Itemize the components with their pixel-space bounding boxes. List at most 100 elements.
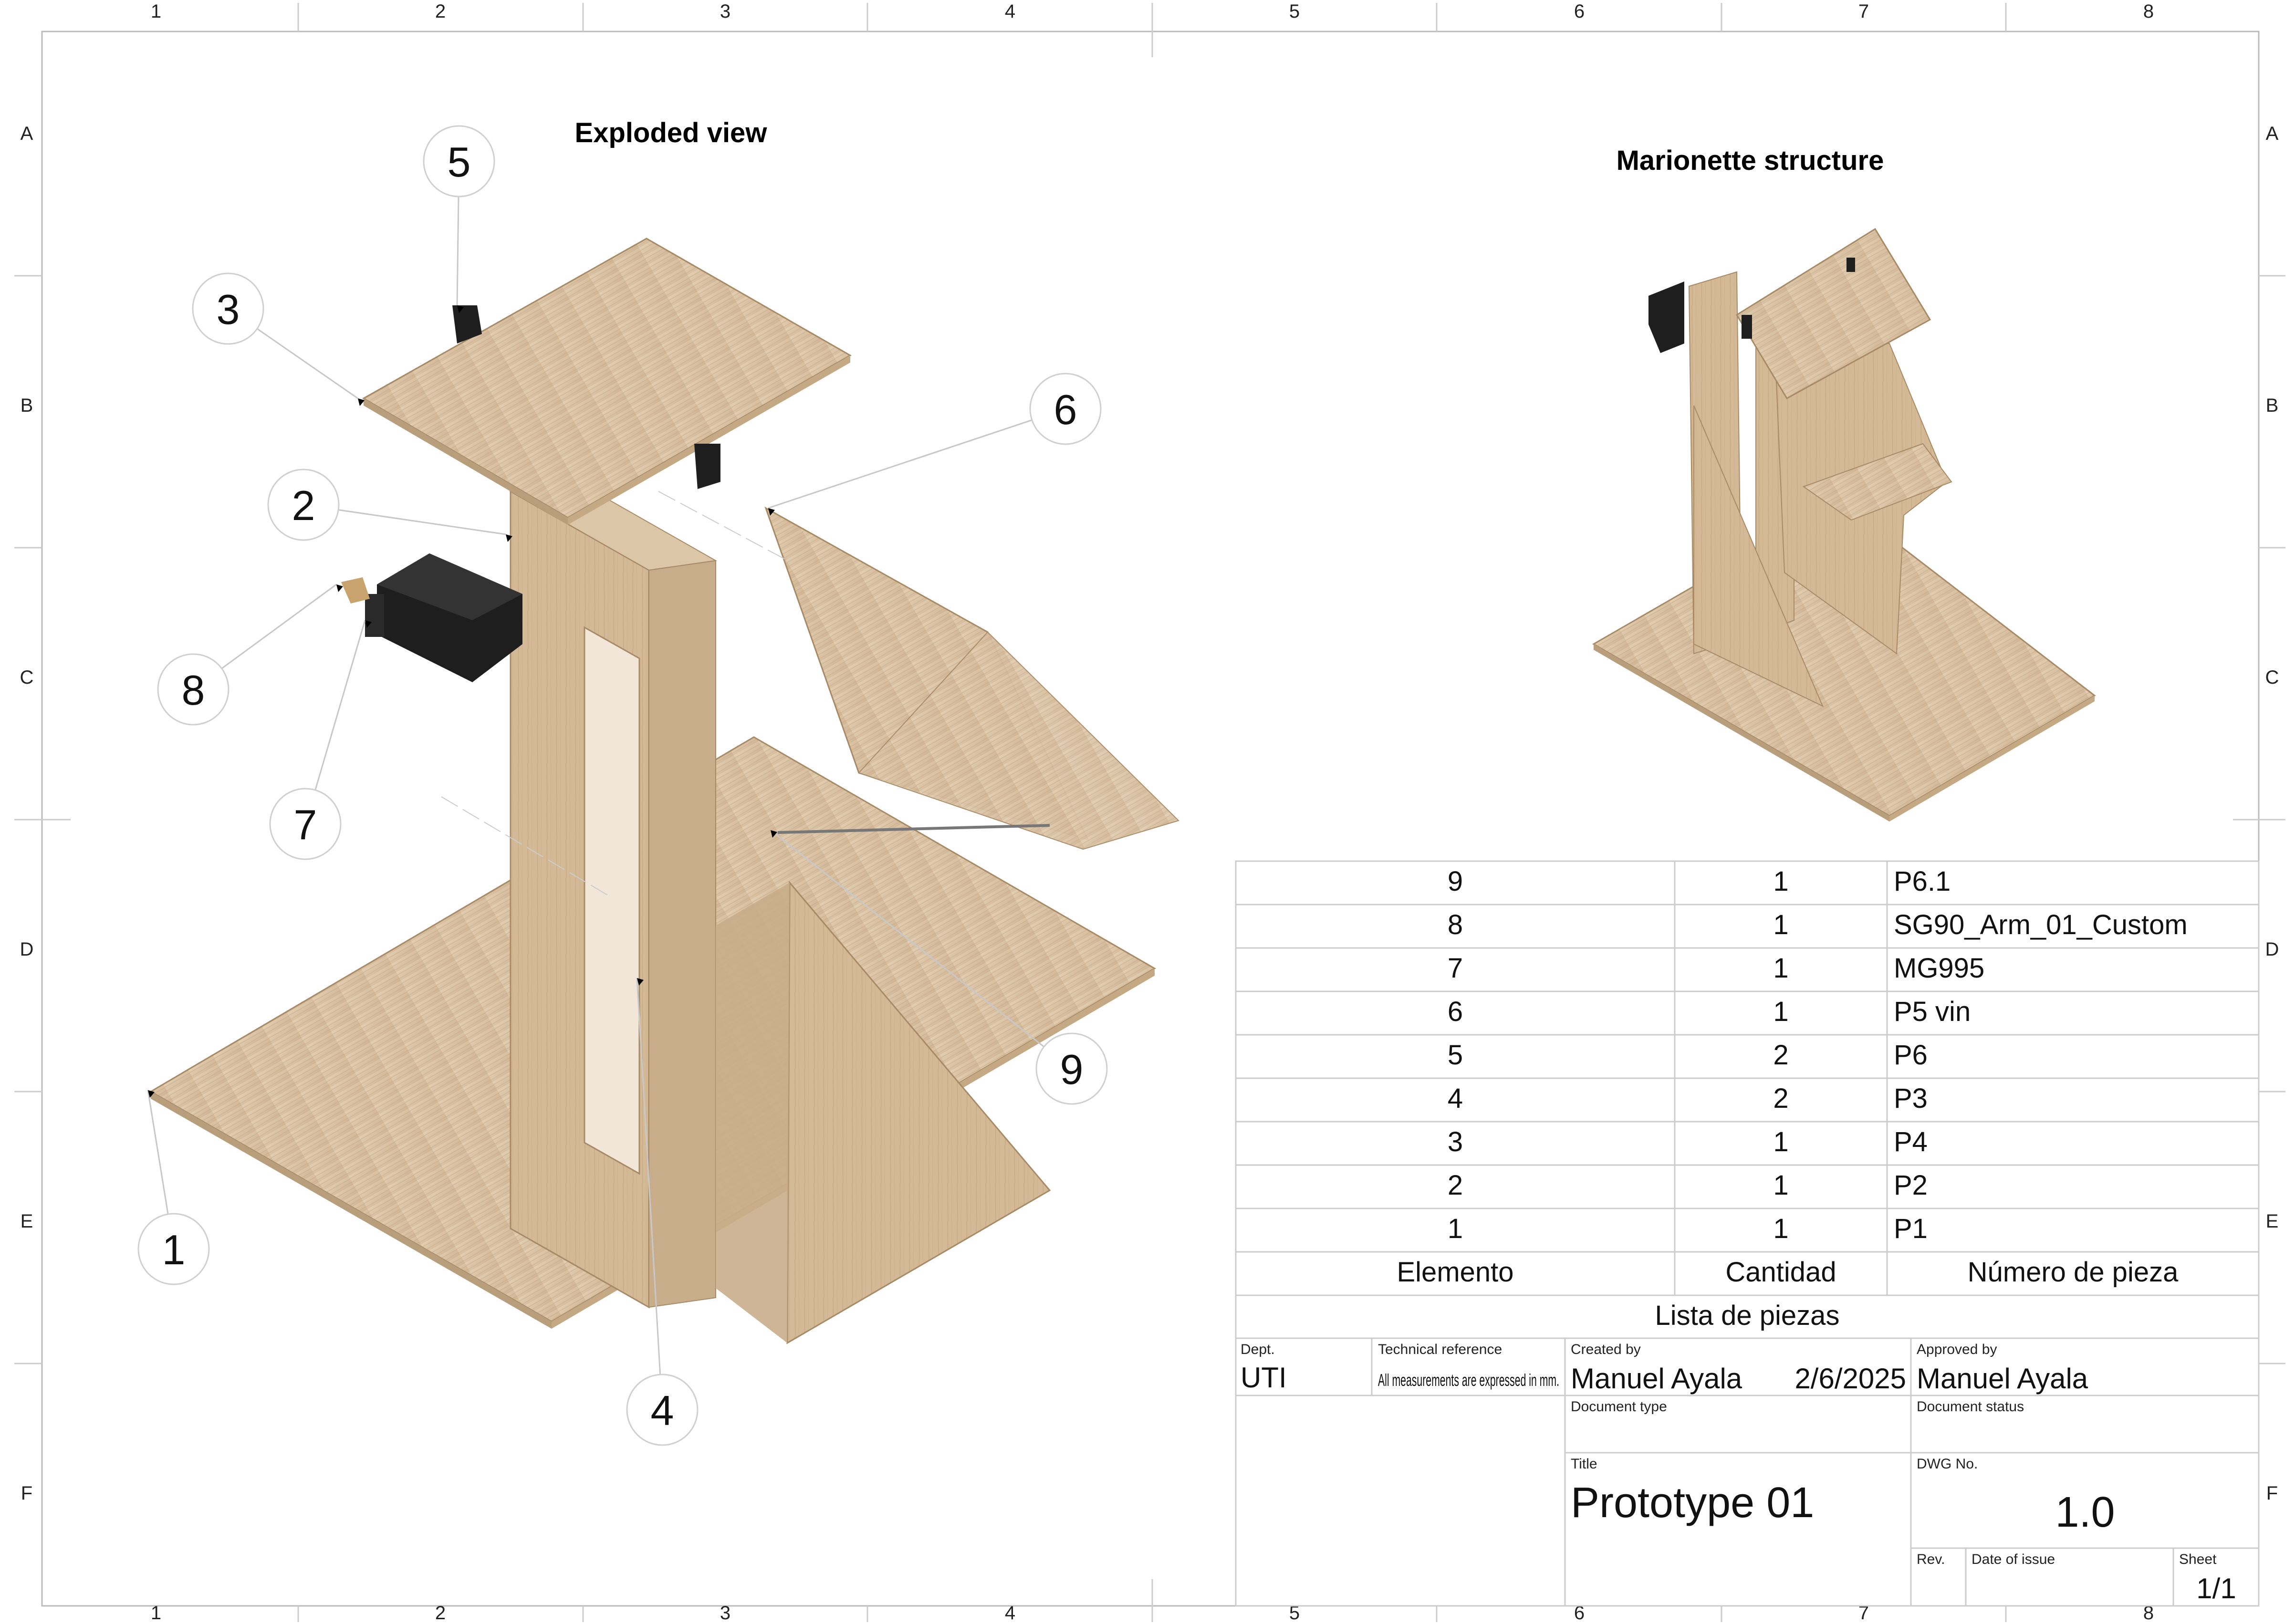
title-label: Title <box>1571 1456 1597 1472</box>
grid-column-label: 2 <box>435 1603 446 1624</box>
bom-qty: 2 <box>1773 1040 1788 1071</box>
grid-row-label: C <box>20 667 34 688</box>
balloon-number: 6 <box>1054 386 1077 433</box>
sheet-value: 1/1 <box>2196 1572 2236 1604</box>
balloon-number: 5 <box>448 138 471 186</box>
grid-column-label: 2 <box>435 1 446 22</box>
bom-element: 7 <box>1448 953 1463 984</box>
balloon-number: 8 <box>182 666 205 714</box>
assembled-view <box>1592 228 2096 822</box>
bom-element: 9 <box>1448 866 1463 897</box>
grid-column-label: 8 <box>2143 1 2154 22</box>
part-sg90-arm <box>341 577 370 604</box>
grid-row-label: E <box>2266 1211 2279 1232</box>
grid-column-label: 6 <box>1574 1 1585 22</box>
rev-label: Rev. <box>1917 1551 1945 1567</box>
grid-column-label: 7 <box>1858 1 1869 22</box>
grid-row-label: F <box>21 1483 32 1504</box>
sheet-label: Sheet <box>2179 1551 2217 1567</box>
grid-row-label: D <box>2265 939 2279 960</box>
grid-column-label: 3 <box>720 1603 730 1624</box>
grid-column-label: 8 <box>2143 1603 2154 1624</box>
bom-qty: 1 <box>1773 1126 1788 1157</box>
grid-row-label: C <box>2265 667 2279 688</box>
bom-part: P3 <box>1894 1083 1928 1114</box>
document-type-label: Document type <box>1571 1399 1667 1415</box>
sheet-border <box>14 3 2285 1622</box>
bom-part: P2 <box>1894 1170 1928 1201</box>
bom-caption: Lista de piezas <box>1655 1300 1840 1331</box>
bom-qty: 2 <box>1773 1083 1788 1114</box>
techref-label: Technical reference <box>1378 1342 1502 1357</box>
bom-element: 8 <box>1448 909 1463 940</box>
bom-part: P5 vin <box>1894 996 1971 1027</box>
balloon-1: 1 <box>137 1090 210 1285</box>
approved-by-value: Manuel Ayala <box>1917 1363 2088 1395</box>
bom-row: 8 1 SG90_Arm_01_Custom <box>1448 909 2188 940</box>
techref-value: All measurements are expressed in mm. <box>1378 1370 1559 1390</box>
balloon-number: 9 <box>1060 1046 1084 1093</box>
grid-row-label: E <box>21 1211 33 1232</box>
balloon-5: 5 <box>423 125 495 313</box>
balloon-7: 7 <box>269 620 372 860</box>
bom-part: SG90_Arm_01_Custom <box>1894 909 2188 940</box>
balloon-callouts: 1 2 3 4 5 6 7 8 9 <box>137 125 1108 1446</box>
bom-header-element: Elemento <box>1397 1257 1513 1288</box>
part-p6-bracket-1 <box>452 305 482 344</box>
grid-column-label: 4 <box>1005 1 1015 22</box>
dwg-no-label: DWG No. <box>1917 1456 1978 1472</box>
grid-column-label: 5 <box>1289 1 1300 22</box>
bom-part: P6 <box>1894 1040 1928 1071</box>
balloon-4: 4 <box>626 978 699 1446</box>
grid-column-label: 5 <box>1289 1603 1300 1624</box>
grid-row-label: B <box>21 395 33 416</box>
part-p4-top-shelf <box>362 238 852 519</box>
grid-column-label: 4 <box>1005 1603 1015 1624</box>
bom-qty: 1 <box>1773 953 1788 984</box>
approved-by-label: Approved by <box>1917 1342 1997 1357</box>
balloon-2: 2 <box>267 468 512 542</box>
bom-part: P6.1 <box>1894 866 1951 897</box>
created-by-label: Created by <box>1571 1342 1641 1357</box>
bom-part: P4 <box>1894 1126 1928 1157</box>
created-by-value: Manuel Ayala <box>1571 1363 1742 1395</box>
grid-row-label: B <box>2266 395 2279 416</box>
bom-qty: 1 <box>1773 909 1788 940</box>
grid-row-label: F <box>2266 1483 2278 1504</box>
dwg-no-value: 1.0 <box>2055 1489 2115 1536</box>
grid-row-label: A <box>2266 123 2279 144</box>
grid-column-label: 7 <box>1858 1603 1869 1624</box>
bom-element: 5 <box>1448 1040 1463 1071</box>
bom-header-part: Número de pieza <box>1968 1257 2179 1288</box>
balloon-9: 9 <box>770 829 1108 1105</box>
assembled-view-title: Marionette structure <box>1617 145 1884 176</box>
part-p61-rod <box>777 824 1050 834</box>
document-status-label: Document status <box>1917 1399 2024 1415</box>
bom-qty: 1 <box>1773 1213 1788 1244</box>
part-p6-bracket-2 <box>694 444 720 489</box>
part-mg995-servo <box>365 553 522 682</box>
balloon-number: 1 <box>162 1226 186 1273</box>
bom-element: 1 <box>1448 1213 1463 1244</box>
balloon-6: 6 <box>768 373 1102 516</box>
balloon-number: 2 <box>292 482 315 529</box>
bom-element: 6 <box>1448 996 1463 1027</box>
balloon-number: 3 <box>217 286 240 333</box>
title-value: Prototype 01 <box>1571 1479 1814 1527</box>
title-block: Dept. UTI Technical reference All measur… <box>1235 1337 2260 1607</box>
grid-column-label: 6 <box>1574 1603 1585 1624</box>
bom-element: 2 <box>1448 1170 1463 1201</box>
grid-column-label: 1 <box>151 1 161 22</box>
bom-header-qty: Cantidad <box>1725 1257 1836 1288</box>
exploded-view-title: Exploded view <box>575 117 768 148</box>
exploded-view <box>149 238 1179 1344</box>
bom-element: 3 <box>1448 1126 1463 1157</box>
